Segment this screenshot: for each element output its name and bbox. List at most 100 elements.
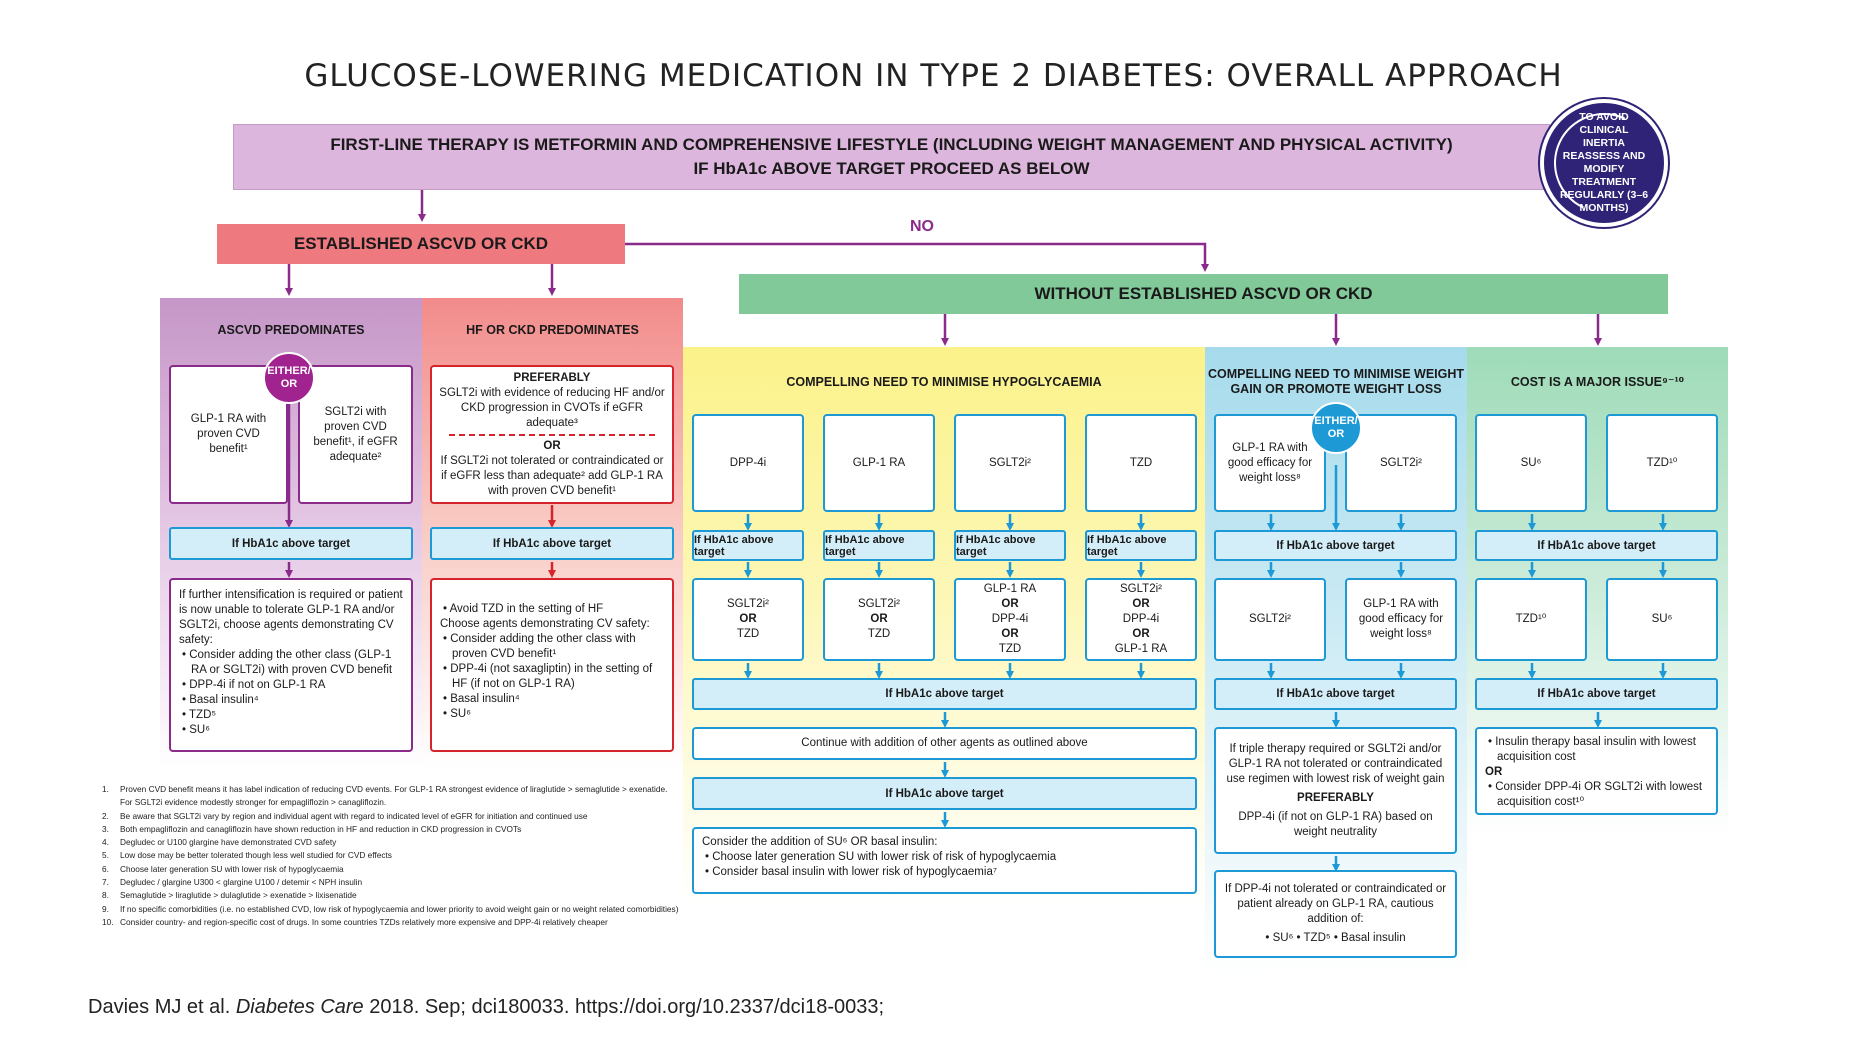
footnote: 10.Consider country- and region-specific… [102,916,608,927]
hypo-target-box: If HbA1c above target [692,530,804,561]
list-item: Avoid TZD in the setting of HF [440,602,604,617]
weight-preferably-label: PREFERABLY [1297,791,1374,804]
ascvd-target-box: If HbA1c above target [169,527,413,560]
cost-second-box: TZD¹⁰ [1475,578,1587,661]
list-item: DPP-4i if not on GLP-1 RA [179,678,403,693]
weight-glp1-box: GLP-1 RA with good efficacy for weight l… [1214,414,1326,512]
weight-triple-text: If triple therapy required or SGLT2i and… [1226,742,1445,785]
footnote: 7.Degludec / glargine U300 < glargine U1… [102,877,363,888]
hypo-drug-box: SGLT2i² [954,414,1066,512]
established-ascvd-banner: ESTABLISHED ASCVD OR CKD [217,224,625,264]
cost-second-box: SU⁶ [1606,578,1718,661]
footnote: 6.Choose later generation SU with lower … [102,863,344,874]
banner-line-2: IF HbA1c ABOVE TARGET PROCEED AS BELOW [693,159,1090,178]
ascvd-either-or-badge: EITHER/ OR [263,352,315,404]
option-text: SGLT2i² [858,598,900,610]
hf-alternative-text: If SGLT2i not tolerated or contraindicat… [440,454,664,497]
without-ascvd-banner: WITHOUT ESTABLISHED ASCVD OR CKD [739,274,1668,314]
weight-target-box: If HbA1c above target [1214,678,1457,710]
option-text: TZD [867,628,891,640]
first-line-therapy-banner: FIRST-LINE THERAPY IS METFORMIN AND COMP… [233,124,1550,190]
ascvd-heading: ASCVD PREDOMINATES [217,322,365,337]
footnote: 4.Degludec or U100 glargine have demonst… [102,837,337,848]
ascvd-intensification-box: If further intensification is required o… [169,578,413,752]
cost-target-box: If HbA1c above target [1475,678,1718,710]
list-item: Consider adding the other class (GLP-1 R… [179,648,403,678]
option-text: GLP-1 RA [1114,643,1168,655]
cost-heading: COST IS A MAJOR ISSUE⁹⁻¹⁰ [1510,374,1685,389]
hypo-drug-box: DPP-4i [692,414,804,512]
list-item: SU⁶ [440,707,664,722]
footnote: 8.Semaglutide > liraglutide > dulaglutid… [102,890,357,901]
cost-target-box: If HbA1c above target [1475,530,1718,561]
ascvd-intensification-list: Consider adding the other class (GLP-1 R… [179,648,403,738]
hf-target-box: If HbA1c above target [430,527,674,560]
weight-target-box: If HbA1c above target [1214,530,1457,561]
weight-second-left-box: SGLT2i² [1214,578,1326,661]
option-text: TZD [736,628,760,640]
dashed-divider [449,433,655,436]
footnote: 3.Both empagliflozin and canagliflozin h… [102,823,522,834]
cost-or-label: OR [1485,766,1503,778]
citation-details: 2018. Sep; dci180033. https://doi.org/10… [369,996,885,1018]
list-item: TZD⁵ [179,708,403,723]
hypo-consider-list: Choose later generation SU with lower ri… [702,850,1056,880]
no-label: NO [910,218,934,235]
hypo-consider-box: Consider the addition of SU⁶ OR basal in… [692,827,1197,894]
hf-or-label: OR [543,439,561,452]
clinical-inertia-text: TO AVOID CLINICAL INERTIA REASSESS AND M… [1559,111,1649,214]
cost-first-box: SU⁶ [1475,414,1587,512]
list-item: SU⁶ [179,723,403,738]
hf-intensification-list: Consider adding the other class with pro… [440,632,664,722]
footnote: 1.Proven CVD benefit means it has label … [102,784,668,808]
list-item: Consider adding the other class with pro… [440,632,664,662]
weight-dpp4-fail-text: If DPP-4i not tolerated or contraindicat… [1224,883,1447,925]
footnote: 2.Be aware that SGLT2i vary by region an… [102,810,588,821]
weight-dpp4-fail-box: If DPP-4i not tolerated or contraindicat… [1214,870,1457,958]
hypo-target-box: If HbA1c above target [1085,530,1197,561]
list-item: Basal insulin⁴ [179,693,403,708]
list-item: Consider DPP-4i OR SGLT2i with lowest ac… [1485,780,1708,810]
weight-either-or-badge: EITHER/ OR [1310,402,1362,454]
citation-journal: Diabetes Care [235,996,364,1018]
hypo-target-box: If HbA1c above target [954,530,1066,561]
or-label: OR [1001,598,1019,610]
hypo-heading: COMPELLING NEED TO MINIMISE HYPOGLYCAEMI… [786,374,1102,389]
list-item: Consider basal insulin with lower risk o… [702,865,1056,880]
hypo-second-line-box: GLP-1 RA OR DPP-4i OR TZD [954,578,1066,661]
footnote: 5.Low dose may be better tolerated thoug… [102,850,392,861]
hypo-second-line-box: SGLT2i² OR DPP-4i OR GLP-1 RA [1085,578,1197,661]
hf-avoid-list: Avoid TZD in the setting of HF [440,602,604,617]
cost-options-box: Insulin therapy basal insulin with lowes… [1475,727,1718,815]
hf-preferably-box: PREFERABLY SGLT2i with evidence of reduc… [430,365,674,504]
or-label: OR [739,613,757,625]
or-label: OR [1001,628,1019,640]
hypo-consider-intro: Consider the addition of SU⁶ OR basal in… [702,836,938,848]
page-title: GLUCOSE-LOWERING MEDICATION IN TYPE 2 DI… [304,58,1563,94]
list-item: Insulin therapy basal insulin with lowes… [1485,735,1708,765]
banner-line-1: FIRST-LINE THERAPY IS METFORMIN AND COMP… [330,135,1453,154]
hypo-drug-box: TZD [1085,414,1197,512]
ascvd-intensification-intro: If further intensification is required o… [179,589,403,646]
clinical-inertia-badge: TO AVOID CLINICAL INERTIA REASSESS AND M… [1539,98,1669,228]
or-label: OR [870,613,888,625]
weight-dpp4-text: DPP-4i (if not on GLP-1 RA) based on wei… [1238,810,1433,838]
ascvd-sglt2-box: SGLT2i with proven CVD benefit¹, if eGFR… [298,365,413,504]
hf-ckd-heading: HF OR CKD PREDOMINATES [466,322,639,337]
option-text: GLP-1 RA [983,583,1037,595]
list-item: DPP-4i (not saxagliptin) in the setting … [440,662,664,692]
option-text: TZD [998,643,1022,655]
option-text: DPP-4i [991,613,1029,625]
option-text: DPP-4i [1122,613,1160,625]
or-label: OR [1132,598,1150,610]
list-item: Choose later generation SU with lower ri… [702,850,1056,865]
cost-insulin-list: Insulin therapy basal insulin with lowes… [1485,735,1708,765]
list-item: Basal insulin⁴ [440,692,664,707]
hypo-target-box: If HbA1c above target [692,777,1197,810]
cost-first-box: TZD¹⁰ [1606,414,1718,512]
citation-authors: Davies MJ et al. [88,996,231,1018]
footnotes: 1.Proven CVD benefit means it has label … [102,783,682,929]
weight-heading: COMPELLING NEED TO MINIMISE WEIGHT GAIN … [1207,367,1465,396]
cost-dpp4-list: Consider DPP-4i OR SGLT2i with lowest ac… [1485,780,1708,810]
